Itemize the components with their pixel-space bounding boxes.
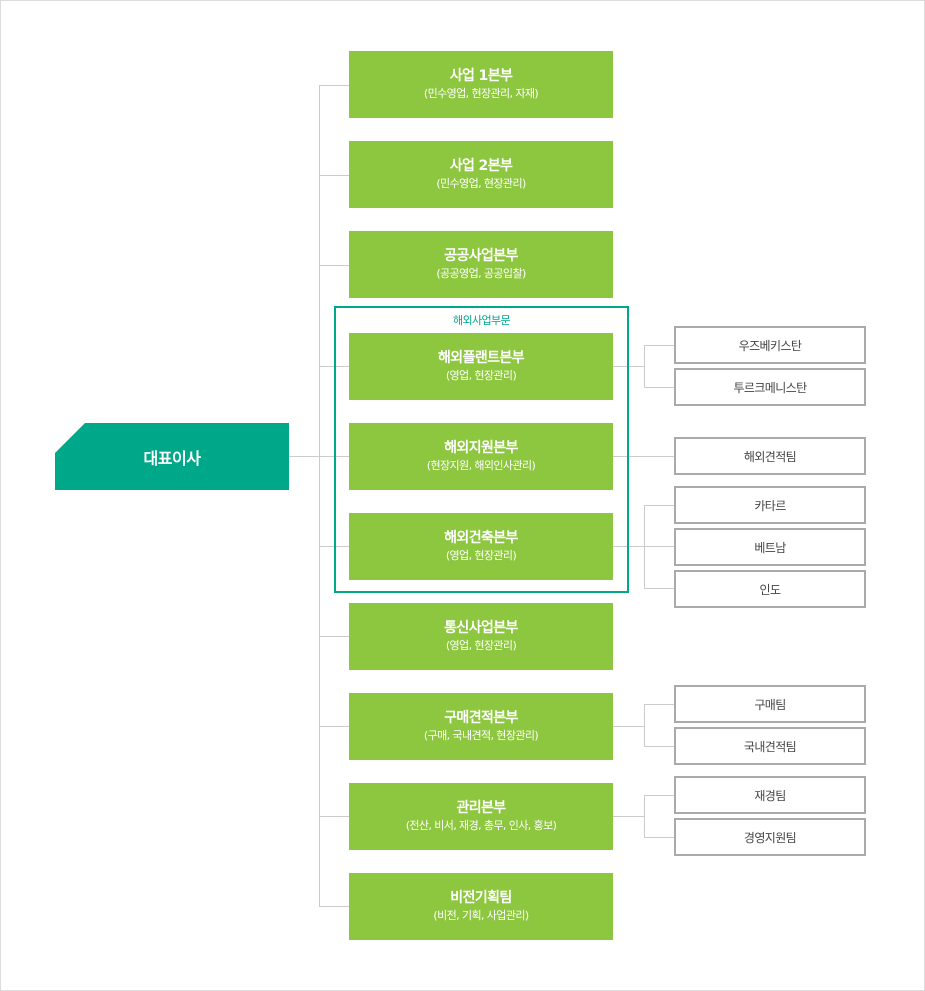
team-box: 경영지원팀 <box>674 818 866 856</box>
division-sub: (영업, 현장관리) <box>445 549 517 562</box>
division-box: 공공사업본부 (공공영업, 공공입찰) <box>349 231 613 298</box>
division-title: 해외건축본부 <box>444 530 518 546</box>
team-connector <box>644 387 674 388</box>
division-sub: (구매, 국내견적, 현장관리) <box>423 729 539 742</box>
division-title: 해외지원본부 <box>444 440 518 456</box>
team-connector <box>644 588 674 589</box>
branch-connector <box>319 85 349 86</box>
division-title: 사업 2본부 <box>449 158 513 174</box>
branch-connector <box>319 265 349 266</box>
team-box: 투르크메니스탄 <box>674 368 866 406</box>
team-connector <box>644 795 674 796</box>
branch-connector <box>319 726 349 727</box>
division-box: 사업 2본부 (민수영업, 현장관리) <box>349 141 613 208</box>
division-sub: (영업, 현장관리) <box>445 369 517 382</box>
division-box: 구매견적본부 (구매, 국내견적, 현장관리) <box>349 693 613 760</box>
division-box: 해외지원본부 (현장지원, 해외인사관리) <box>349 423 613 490</box>
team-connector <box>613 456 674 457</box>
ceo-box: 대표이사 <box>55 423 289 490</box>
division-title: 해외플랜트본부 <box>438 350 525 366</box>
team-connector <box>613 546 674 547</box>
division-title: 공공사업본부 <box>444 248 518 264</box>
ceo-label: 대표이사 <box>143 448 201 468</box>
division-sub: (영업, 현장관리) <box>445 639 517 652</box>
team-spine <box>644 505 645 589</box>
ceo-connector <box>289 456 319 457</box>
division-title: 사업 1본부 <box>449 68 513 84</box>
team-box: 우즈베키스탄 <box>674 326 866 364</box>
division-sub: (현장지원, 해외인사관리) <box>426 459 536 472</box>
branch-connector <box>319 175 349 176</box>
division-title: 통신사업본부 <box>444 620 518 636</box>
division-sub: (비전, 기획, 사업관리) <box>433 909 529 922</box>
team-connector <box>644 704 674 705</box>
team-box: 해외견적팀 <box>674 437 866 475</box>
team-connector <box>644 746 674 747</box>
team-box: 재경팀 <box>674 776 866 814</box>
main-spine <box>319 85 320 907</box>
team-spine <box>644 795 645 838</box>
team-box: 국내견적팀 <box>674 727 866 765</box>
team-spine <box>644 704 645 747</box>
overseas-group-box <box>334 306 629 593</box>
team-connector <box>613 816 644 817</box>
team-box: 인도 <box>674 570 866 608</box>
division-box: 관리본부 (전산, 비서, 재경, 총무, 인사, 홍보) <box>349 783 613 850</box>
team-box: 베트남 <box>674 528 866 566</box>
division-sub: (공공영업, 공공입찰) <box>436 267 526 280</box>
division-box: 사업 1본부 (민수영업, 현장관리, 자재) <box>349 51 613 118</box>
division-title: 관리본부 <box>456 800 506 816</box>
overseas-group-label: 해외사업부문 <box>452 314 511 327</box>
team-spine <box>644 345 645 388</box>
team-connector <box>644 505 674 506</box>
team-connector <box>613 726 644 727</box>
branch-connector <box>319 906 349 907</box>
branch-connector <box>319 636 349 637</box>
team-box: 카타르 <box>674 486 866 524</box>
branch-connector <box>319 816 349 817</box>
division-title: 구매견적본부 <box>444 710 518 726</box>
division-box: 비전기획팀 (비전, 기획, 사업관리) <box>349 873 613 940</box>
team-connector <box>644 837 674 838</box>
division-box: 해외플랜트본부 (영업, 현장관리) <box>349 333 613 400</box>
team-box: 구매팀 <box>674 685 866 723</box>
division-box: 통신사업본부 (영업, 현장관리) <box>349 603 613 670</box>
team-connector <box>644 345 674 346</box>
division-sub: (전산, 비서, 재경, 총무, 인사, 홍보) <box>405 819 557 832</box>
division-box: 해외건축본부 (영업, 현장관리) <box>349 513 613 580</box>
division-sub: (민수영업, 현장관리) <box>436 177 526 190</box>
division-title: 비전기획팀 <box>450 890 512 906</box>
division-sub: (민수영업, 현장관리, 자재) <box>423 87 539 100</box>
